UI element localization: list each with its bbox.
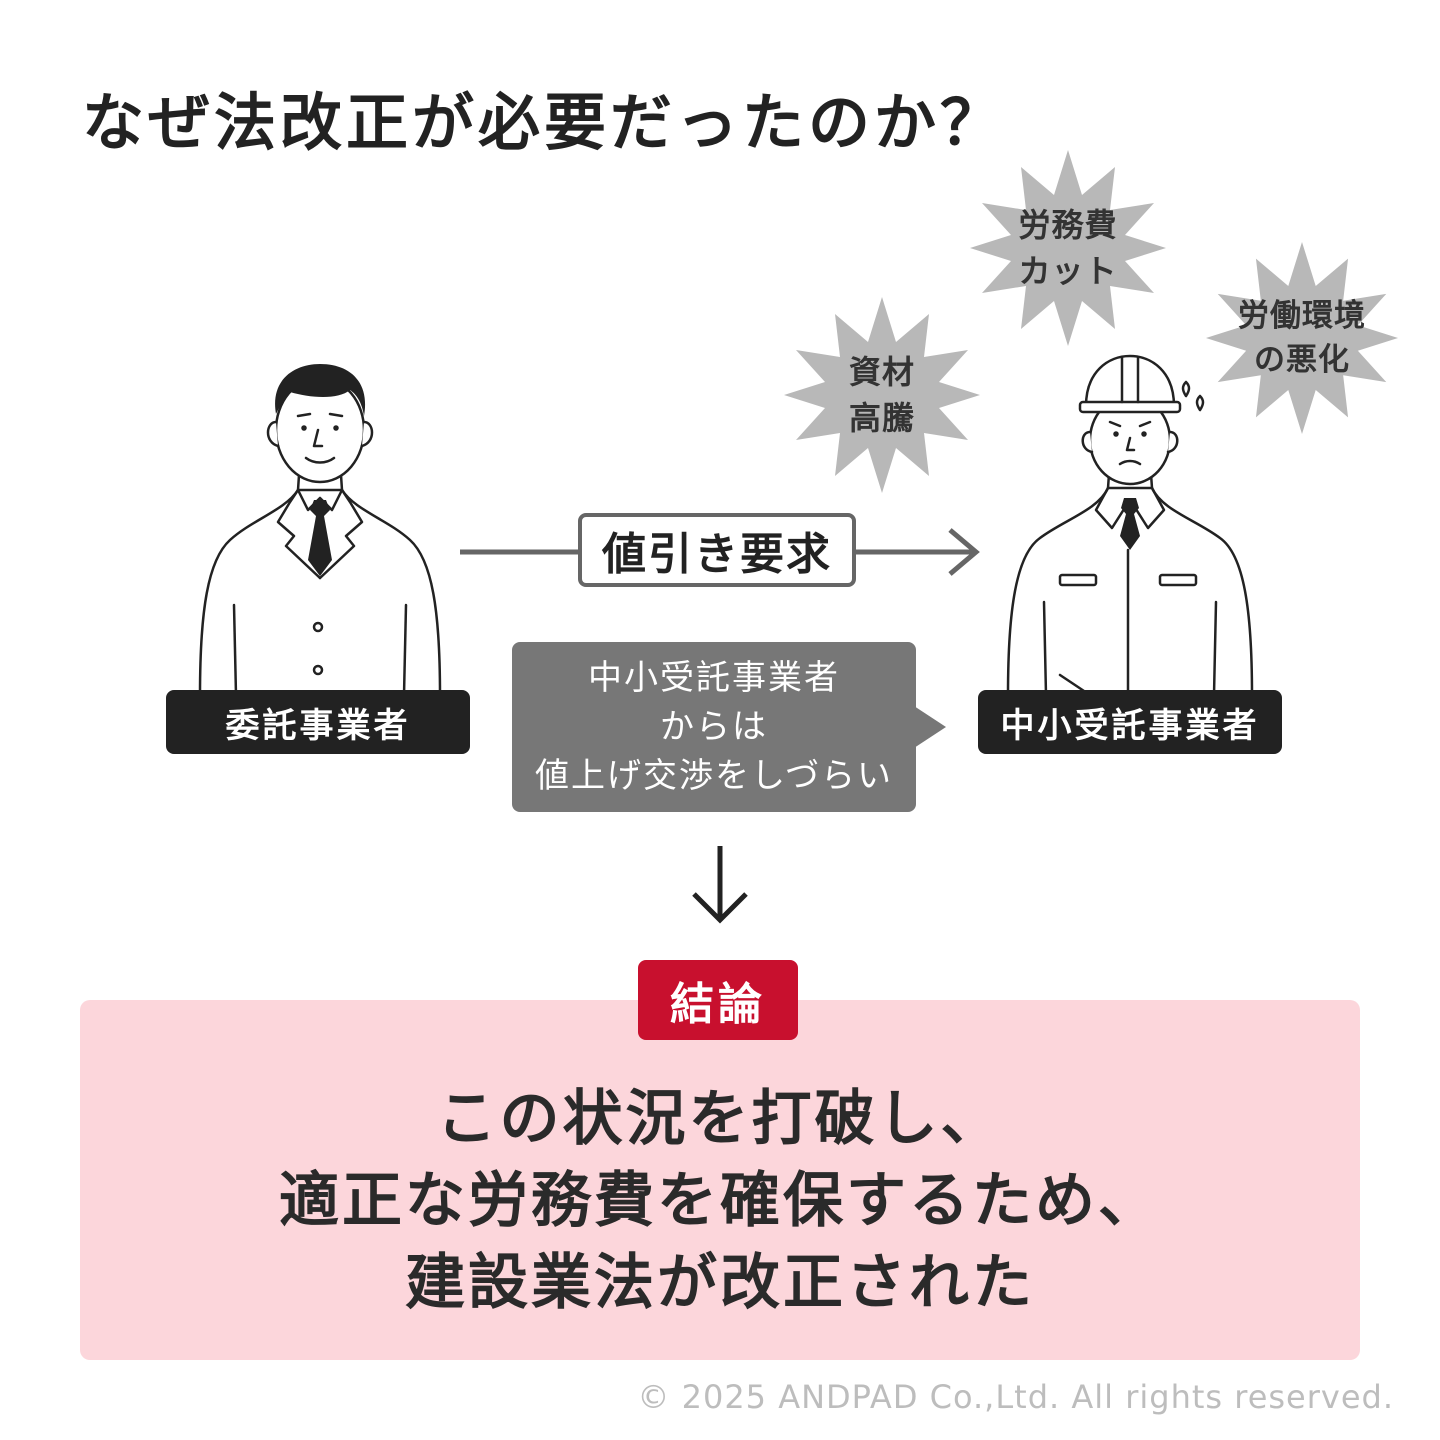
speech-pointer: [914, 706, 946, 748]
client-label: 委託事業者: [166, 690, 470, 754]
starburst-shape: [1205, 241, 1399, 435]
conclusion-panel: [80, 1000, 1360, 1360]
burst-text-line: カット: [1018, 252, 1118, 290]
burst-text-line: の悪化: [1254, 342, 1350, 378]
note-line: からは: [660, 706, 768, 747]
burst-text-line: 高騰: [848, 399, 915, 437]
price-cut-demand-label: 値引き要求: [578, 513, 856, 587]
burst-text-line: 労務費: [1018, 206, 1118, 244]
conclusion-line: 建設業法が改正された: [405, 1248, 1035, 1318]
burst-materials-cost: 資材 高騰: [782, 295, 982, 495]
starburst-shape: [970, 150, 1166, 346]
burst-labor-cost-cut: 労務費 カット: [968, 148, 1168, 348]
conclusion-text: この状況を打破し、 適正な労務費を確保するため、 建設業法が改正された: [80, 1078, 1360, 1324]
page-title: なぜ法改正が必要だったのか？: [82, 86, 1007, 159]
negotiation-note: 中小受託事業者 からは 値上げ交渉をしづらい: [512, 642, 916, 812]
contractor-label: 中小受託事業者: [978, 690, 1282, 754]
starburst-shape: [784, 297, 980, 493]
conclusion-line: 適正な労務費を確保するため、: [279, 1166, 1161, 1236]
copyright-notice: © 2025 ANDPAD Co.,Ltd. All rights reserv…: [637, 1378, 1394, 1416]
burst-text-line: 資材: [848, 353, 915, 391]
conclusion-line: この状況を打破し、: [436, 1084, 1004, 1154]
note-line: 値上げ交渉をしづらい: [535, 755, 893, 796]
note-line: 中小受託事業者: [588, 657, 840, 698]
burst-text-line: 労働環境: [1238, 298, 1366, 334]
businessman-illustration: [198, 364, 442, 697]
down-arrow-icon: [692, 846, 748, 924]
worker-illustration: [1006, 354, 1254, 697]
burst-work-environment: 労働環境 の悪化: [1204, 240, 1400, 436]
conclusion-badge: 結論: [638, 960, 798, 1040]
